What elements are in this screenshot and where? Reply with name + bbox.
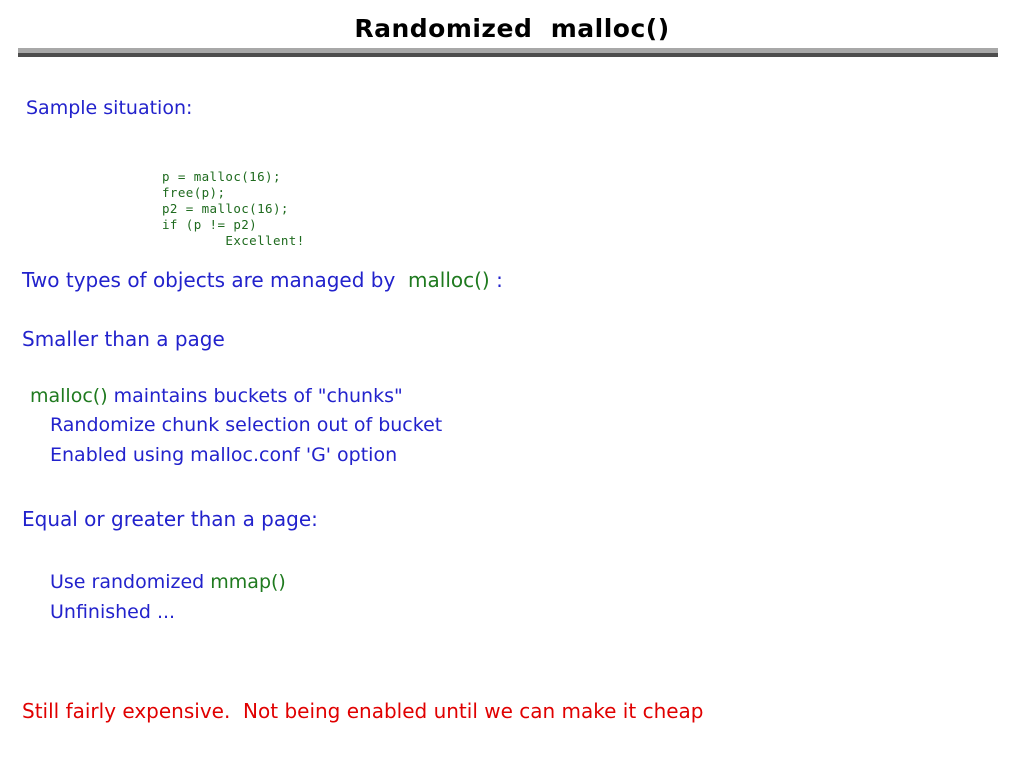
use-mmap-prefix: Use randomized: [50, 571, 211, 593]
closing-note: Still fairly expensive. Not being enable…: [22, 699, 704, 723]
malloc-code-token: malloc(): [30, 385, 108, 407]
buckets-suffix: maintains buckets of "chunks": [107, 385, 403, 407]
use-mmap-line: Use randomized mmap(): [50, 573, 286, 592]
buckets-line: malloc() maintains buckets of "chunks": [30, 387, 403, 406]
malloc-code-token: malloc(): [408, 268, 490, 292]
mmap-code-token: mmap(): [210, 571, 286, 593]
divider-highlight: [18, 48, 998, 53]
code-sample-block: p = malloc(16); free(p); p2 = malloc(16)…: [162, 168, 305, 248]
randomize-chunk-line: Randomize chunk selection out of bucket: [50, 414, 443, 436]
two-types-line: Two types of objects are managed by mall…: [22, 270, 503, 290]
sample-situation-heading: Sample situation:: [26, 97, 193, 119]
unfinished-line: Unfinished ...: [50, 601, 176, 623]
page-title: Randomized malloc(): [354, 14, 670, 43]
enabled-option-line: Enabled using malloc.conf 'G' option: [50, 444, 398, 466]
two-types-prefix: Two types of objects are managed by: [22, 268, 409, 292]
two-types-suffix: :: [489, 268, 503, 292]
title-divider: [18, 48, 998, 57]
equal-or-greater-heading: Equal or greater than a page:: [22, 507, 318, 531]
divider-shadow: [18, 53, 998, 57]
smaller-than-page-heading: Smaller than a page: [22, 327, 225, 351]
